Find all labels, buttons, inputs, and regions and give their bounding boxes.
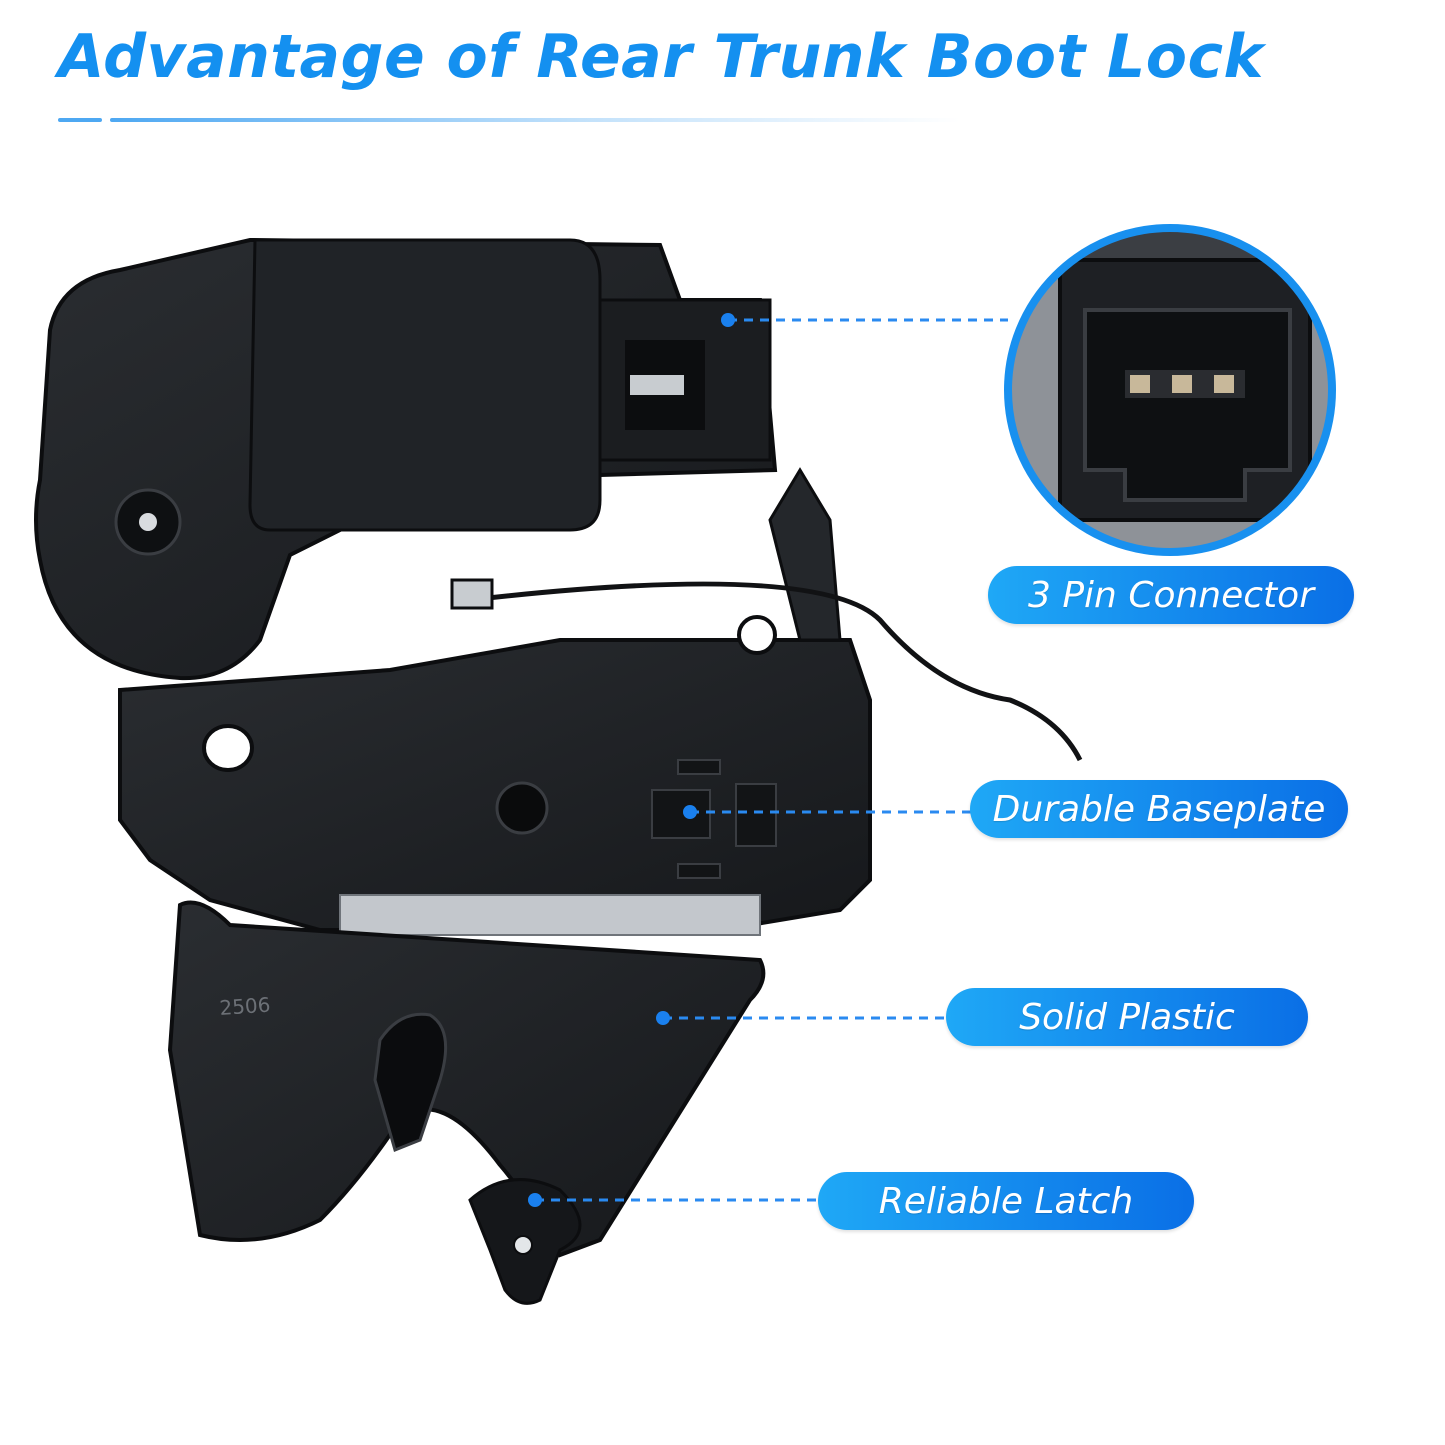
cable bbox=[469, 581, 1083, 762]
lock-connector bbox=[598, 298, 772, 462]
latch-metal-strip bbox=[339, 894, 761, 936]
baseplate-center-hole bbox=[495, 781, 549, 835]
baseplate-clip bbox=[651, 759, 777, 879]
baseplate-left-slot bbox=[202, 724, 254, 772]
latch-hook-eye bbox=[513, 1235, 533, 1255]
baseplate-right-hole bbox=[737, 615, 777, 655]
title-underline-accent bbox=[58, 118, 102, 122]
callout-solid-plastic: Solid Plastic bbox=[946, 988, 1308, 1046]
part-marking: 2506 bbox=[219, 992, 271, 1019]
pivot-pin-center bbox=[139, 513, 157, 531]
baseplate-ridge bbox=[768, 467, 842, 642]
callout-durable-baseplate: Durable Baseplate bbox=[970, 780, 1348, 838]
callout-reliable-latch: Reliable Latch bbox=[818, 1172, 1194, 1230]
connector-zoom-ring bbox=[1004, 224, 1336, 556]
leader-dots bbox=[528, 313, 735, 1207]
actuator-motor-cover bbox=[248, 238, 602, 532]
latch-slot bbox=[373, 1012, 448, 1153]
title-underline-fade bbox=[110, 118, 960, 122]
page-title: Advantage of Rear Trunk Boot Lock bbox=[58, 22, 1264, 92]
callout-3-pin-connector: 3 Pin Connector bbox=[988, 566, 1354, 624]
baseplate bbox=[118, 638, 872, 932]
latch-housing bbox=[167, 900, 766, 1258]
cable-clip bbox=[450, 578, 494, 610]
